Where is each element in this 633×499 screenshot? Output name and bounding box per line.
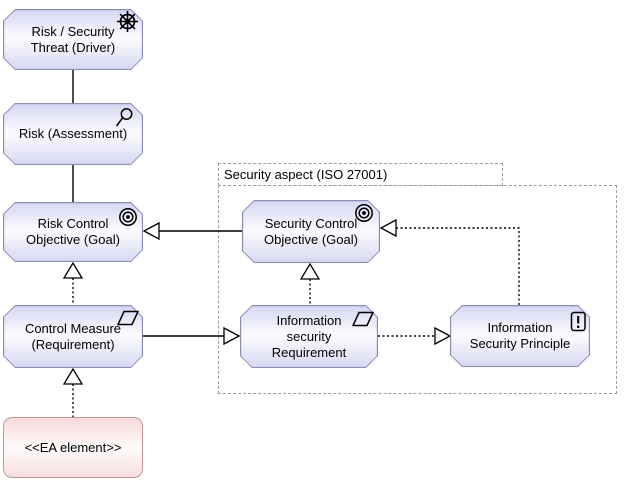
assessment-icon [115, 108, 133, 127]
node-risk-control-objective[interactable]: Risk Control Objective (Goal) [3, 202, 143, 262]
node-label: Security Control Objective (Goal) [264, 215, 358, 247]
principle-icon [570, 311, 586, 332]
node-label: Control Measure (Requirement) [24, 320, 122, 352]
goal-icon [119, 208, 137, 226]
node-label: <<EA element>> [24, 439, 122, 455]
goal-icon [355, 204, 373, 222]
requirement-icon [117, 310, 139, 326]
node-security-control-objective[interactable]: Security Control Objective (Goal) [242, 200, 380, 263]
node-control-measure[interactable]: Control Measure (Requirement) [3, 305, 143, 368]
node-label: Risk (Assessment) [18, 126, 128, 141]
specialization-sco-rco-arrowhead [142, 221, 160, 241]
node-risk-assessment[interactable]: Risk (Assessment) [3, 103, 143, 165]
realization-isr-sco-arrowhead [299, 262, 321, 280]
node-label: Risk Control Objective (Goal) [26, 216, 120, 247]
realization-isr-isp-arrowhead [434, 326, 452, 346]
group-label: Security aspect (ISO 27001) [224, 167, 388, 182]
node-risk-security-threat[interactable]: Risk / Security Threat (Driver) [3, 9, 143, 70]
realization-isp-sco-arrowhead [379, 218, 397, 238]
node-ea-element[interactable]: <<EA element>> [3, 417, 143, 478]
realization-isp-sco-line [396, 227, 520, 305]
driver-icon [117, 11, 138, 32]
node-label: Information security Requirement [271, 312, 347, 360]
specialization-cm-isr-arrowhead [223, 326, 241, 346]
group-security-aspect-body[interactable] [218, 185, 617, 394]
requirement-icon [352, 311, 374, 327]
realization-ea-cm-arrowhead [62, 367, 84, 385]
realization-cm-rco-arrowhead [62, 261, 84, 279]
node-label: Information Security Principle [469, 320, 571, 351]
node-label: Risk / Security Threat (Driver) [30, 23, 116, 55]
node-information-security-requirement[interactable]: Information security Requirement [240, 305, 378, 368]
node-information-security-principle[interactable]: Information Security Principle [450, 305, 590, 367]
